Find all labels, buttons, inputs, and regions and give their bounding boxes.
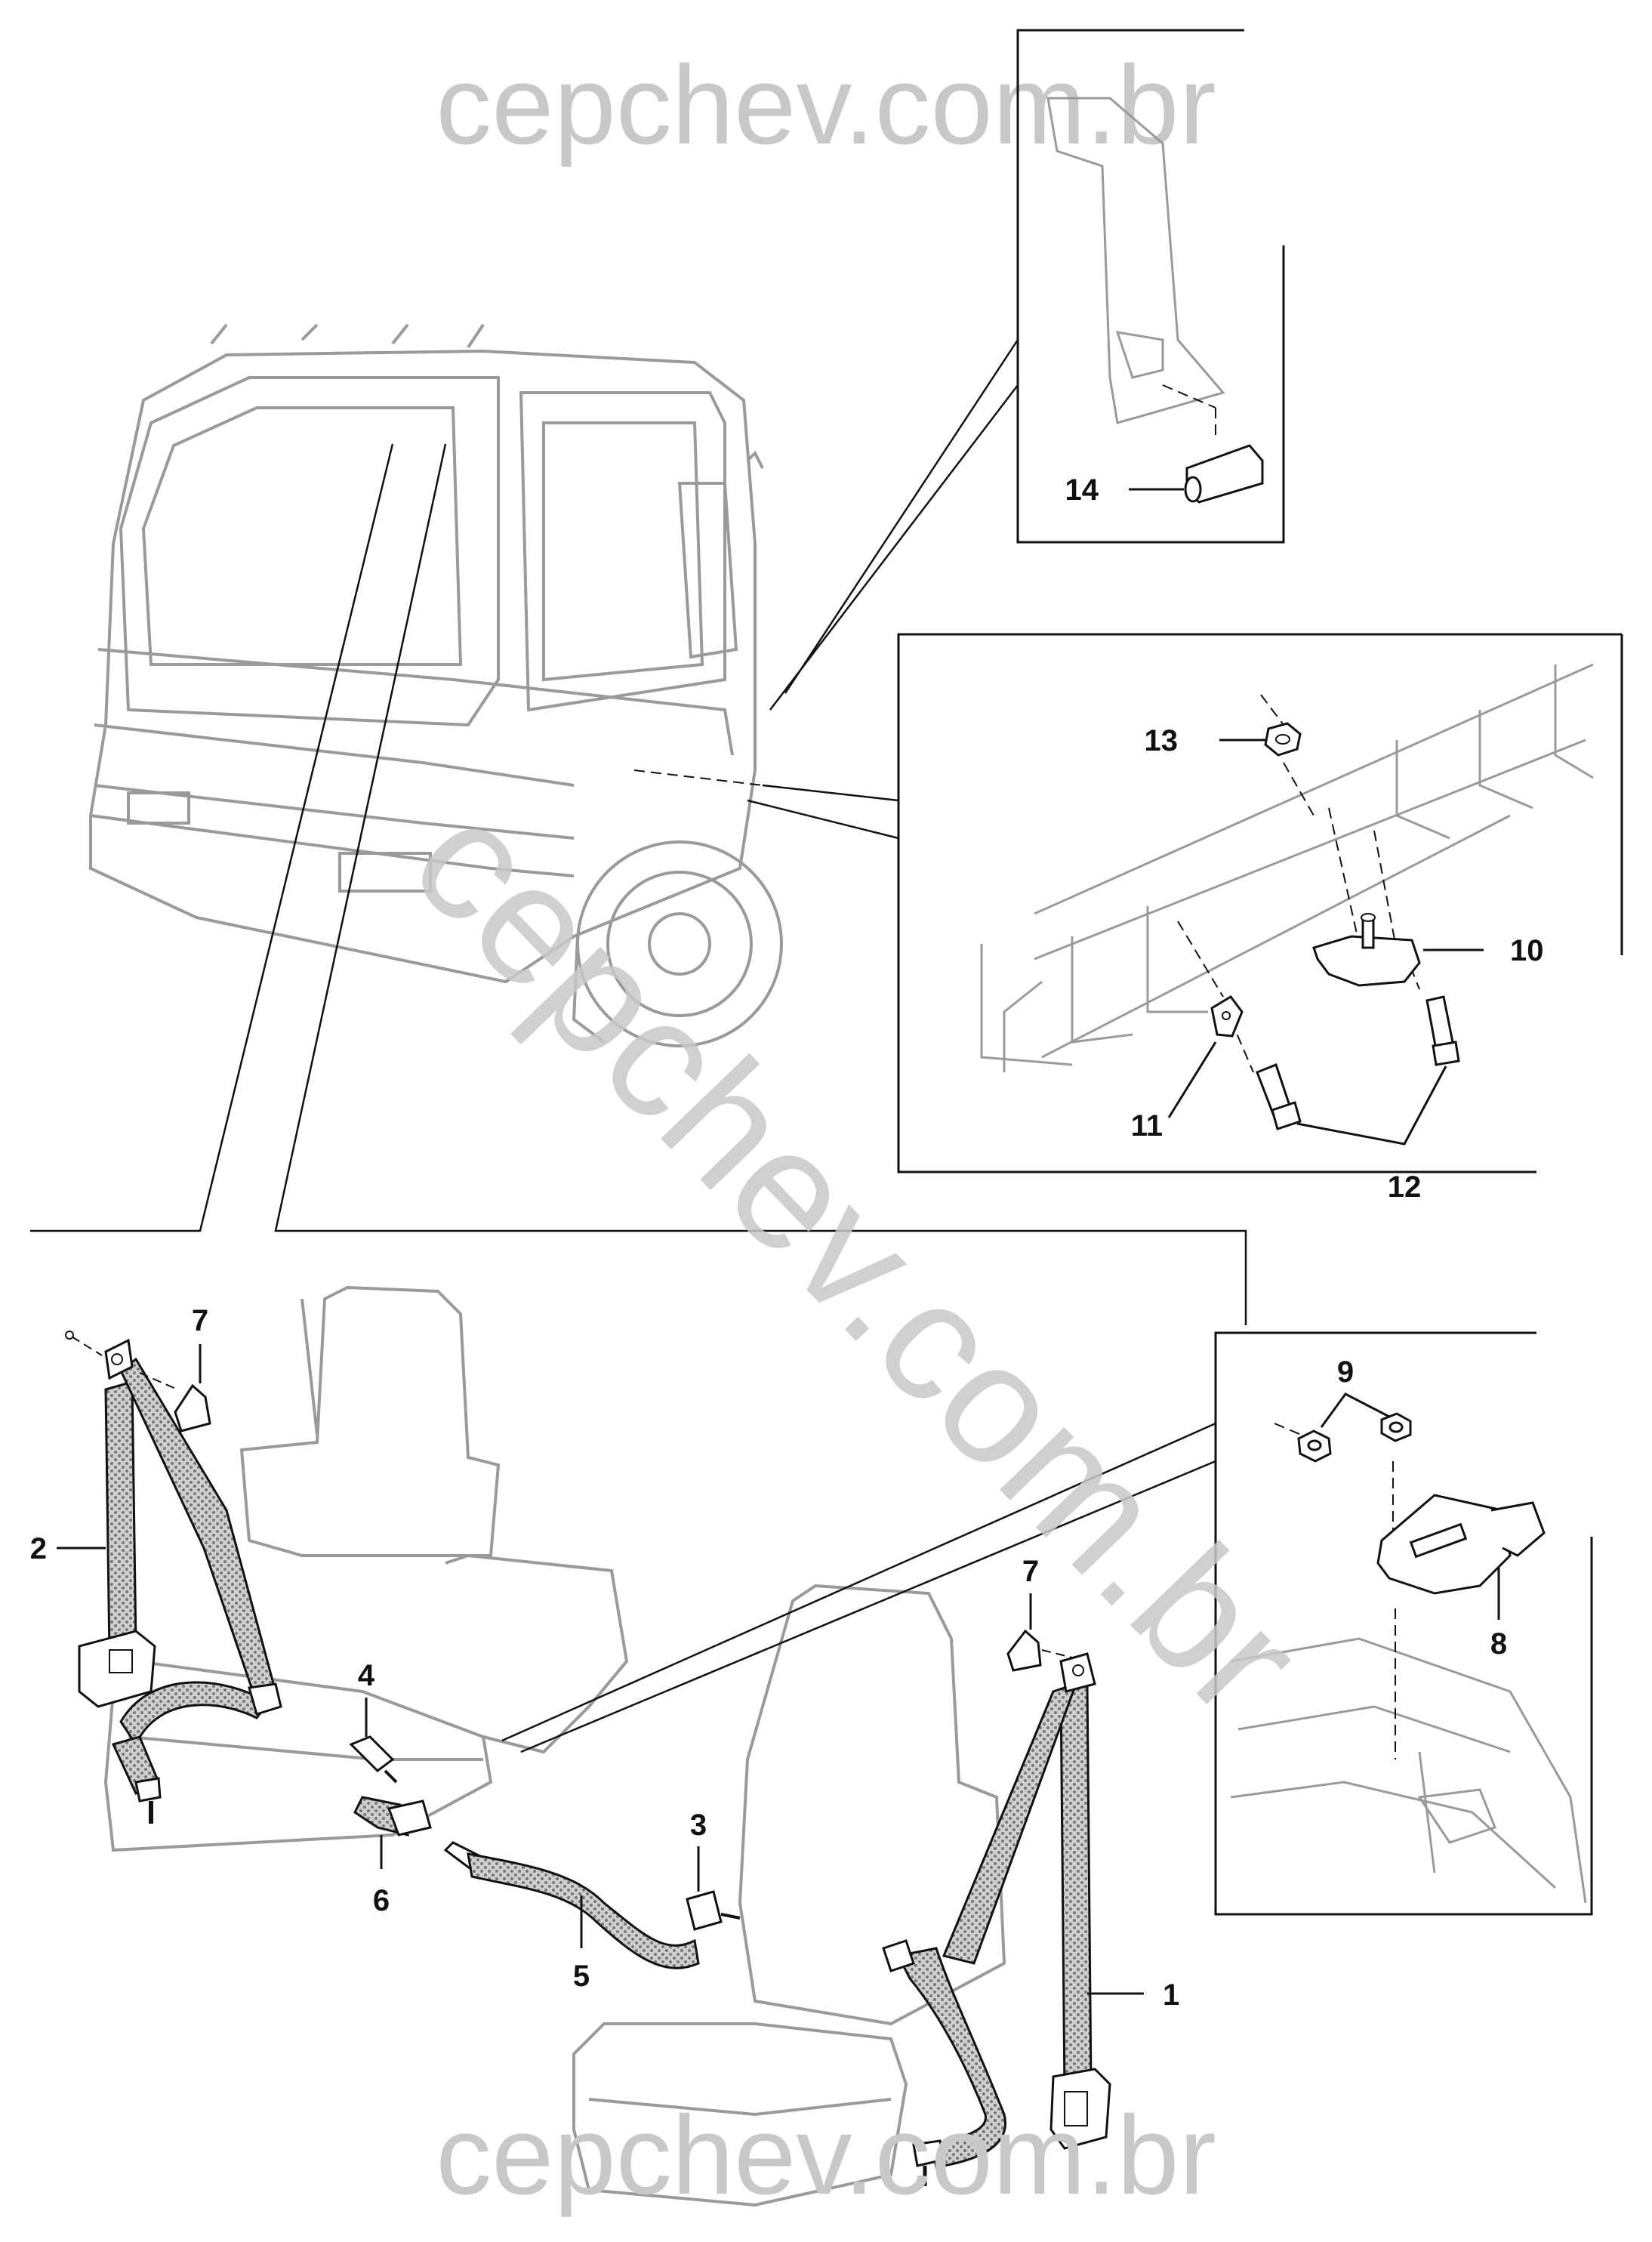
part-10-anchor-plate [1312, 913, 1421, 987]
callout-7-left: 7 [192, 1304, 208, 1337]
part-8-buckle-bracket [1376, 1494, 1546, 1595]
callout-7-right: 7 [1022, 1555, 1039, 1588]
callout-2: 2 [30, 1532, 47, 1565]
part-13-nut [1264, 722, 1302, 757]
part-6-buckle [353, 1796, 432, 1837]
callout-1: 1 [1163, 1978, 1179, 2012]
part-14-pillar-cap [1184, 444, 1264, 504]
callout-12: 12 [1388, 1170, 1422, 1204]
watermark-diagonal: cepchev.com.br [378, 765, 1339, 1750]
seats-illustration [103, 1285, 1006, 2207]
watermark-bottom: cepchev.com.br [436, 2093, 1216, 2218]
inset-pillar: 14 [1016, 29, 1285, 544]
callout-9: 9 [1337, 1355, 1354, 1389]
part-5-lap-belt [443, 1841, 700, 1969]
part-7-left-trim-cover [139, 1372, 211, 1432]
callout-6: 6 [373, 1884, 390, 1917]
callout-4: 4 [358, 1659, 375, 1692]
part-2-left-seat-belt [65, 1331, 282, 1824]
callout-11: 11 [1131, 1109, 1163, 1143]
inset-buckle-bracket: 9 8 [1214, 1331, 1593, 1916]
watermark-top: cepchev.com.br [436, 43, 1216, 168]
part-1-right-seat-belt [882, 1652, 1111, 2186]
part-12-bolts [1256, 995, 1460, 1130]
callout-5: 5 [573, 1960, 590, 1993]
part-11-clip [1210, 995, 1244, 1038]
callout-3: 3 [690, 1809, 707, 1842]
inset-floor-anchor: 13 10 11 12 [897, 633, 1623, 1204]
truck-cab-illustration [89, 323, 783, 1047]
part-7-right-trim-cover [1006, 1629, 1073, 1672]
part-4-buckle [349, 1735, 398, 1784]
part-3-belt-guide [686, 1890, 741, 1931]
part-9-nuts [1297, 1412, 1412, 1463]
callout-10: 10 [1510, 934, 1544, 967]
callout-14: 14 [1065, 473, 1099, 507]
callout-8: 8 [1490, 1627, 1507, 1661]
callout-13: 13 [1145, 724, 1179, 757]
